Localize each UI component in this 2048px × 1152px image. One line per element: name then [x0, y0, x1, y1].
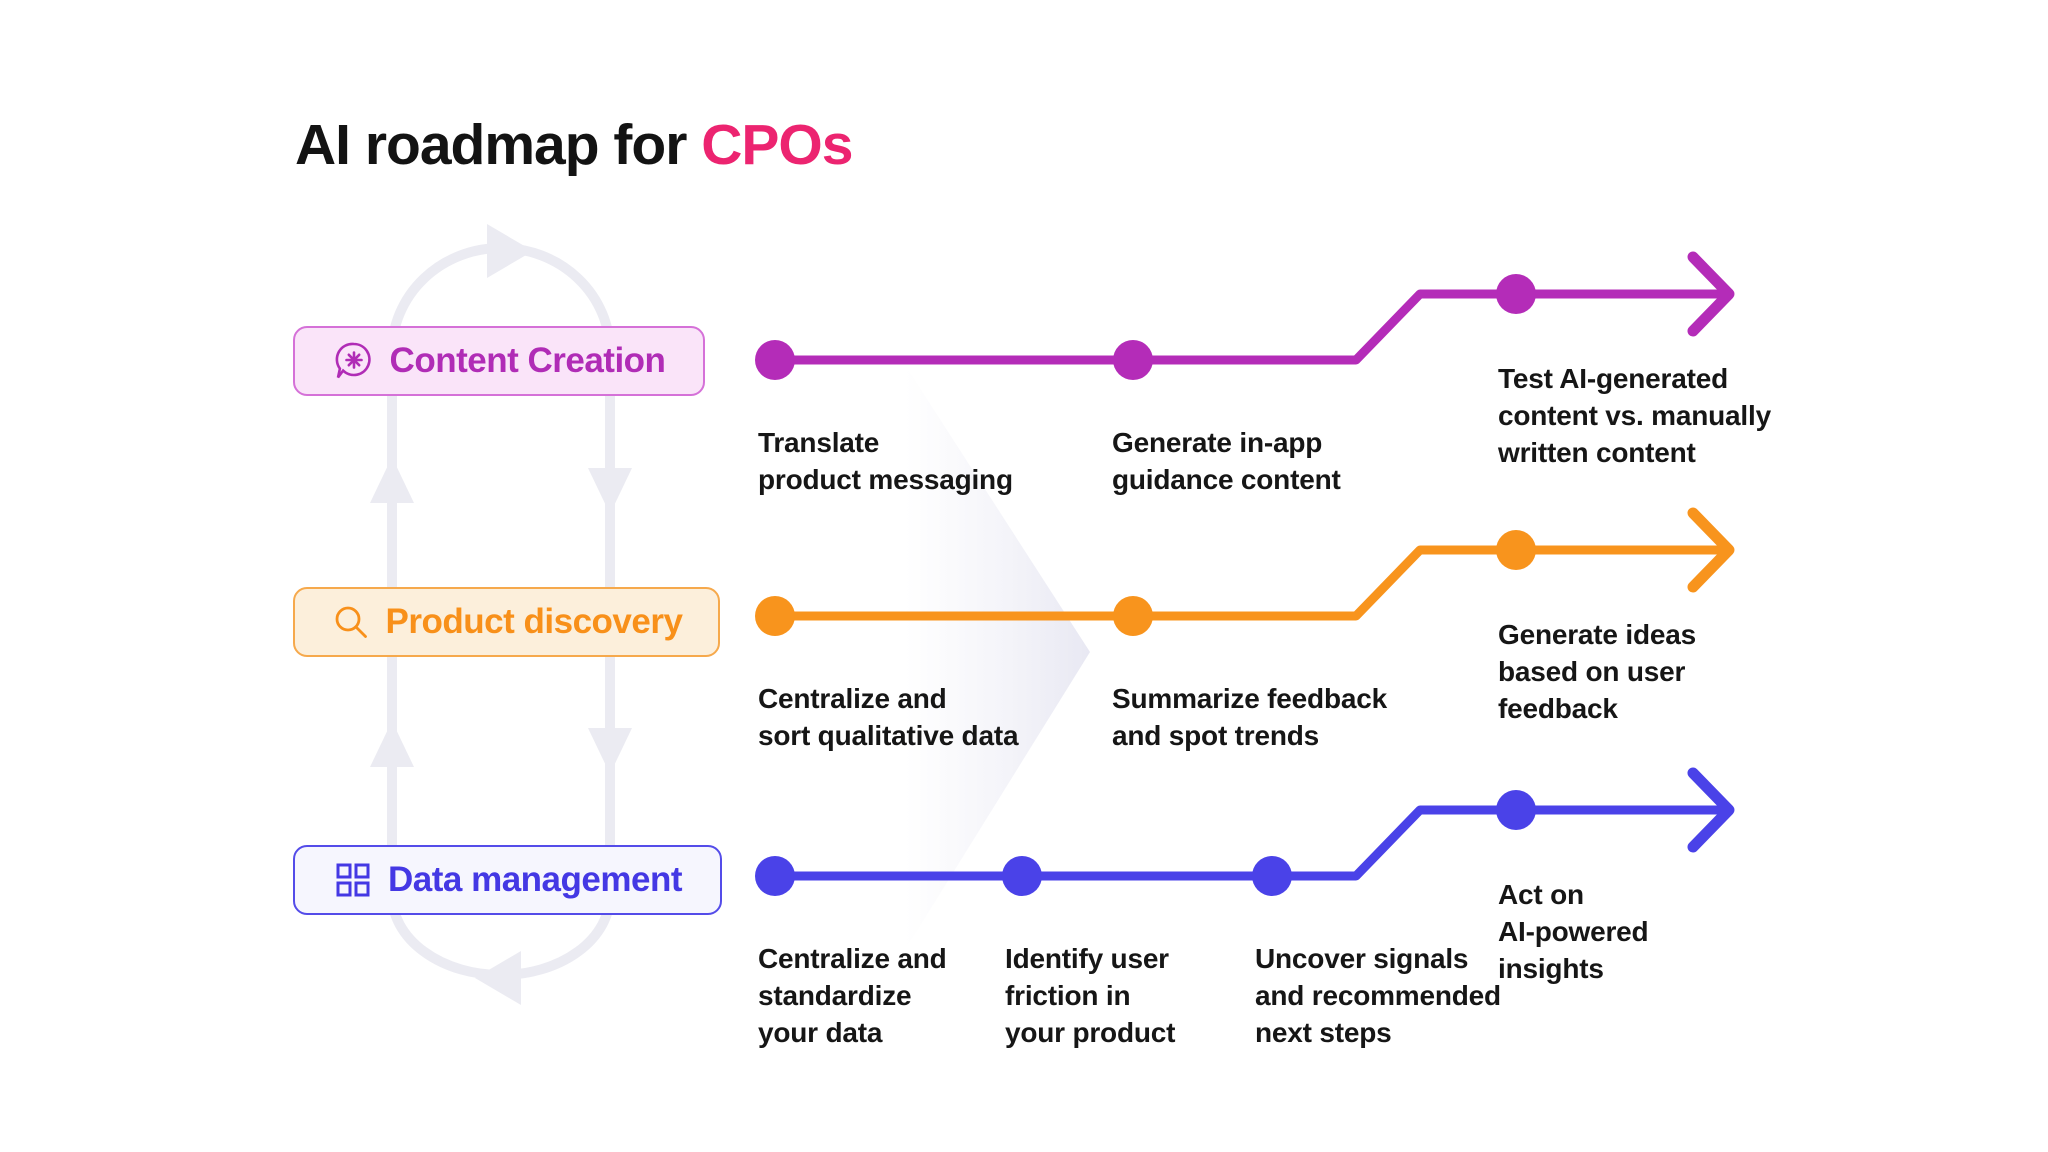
milestone-caption: Summarize feedback and spot trends [1112, 683, 1387, 751]
loop-arrow-up-icon [370, 457, 414, 503]
chat-sparkle-icon [333, 340, 375, 382]
chevron-watermark [905, 365, 1090, 950]
track-line-product-discovery [775, 507, 1735, 621]
page-title-accent: CPOs [701, 113, 853, 177]
milestone-caption: Test AI-generated content vs. manually w… [1498, 363, 1771, 468]
cycle-loop-arrows [370, 224, 632, 1005]
loop-arrow-up-icon [370, 721, 414, 767]
milestone-caption: Generate in-app guidance content [1112, 427, 1341, 495]
milestone-caption: Generate ideas based on user feedback [1498, 619, 1696, 724]
milestone-dot [755, 340, 795, 380]
track-label-data-management: Data management [293, 845, 722, 915]
track-label-product-discovery: Product discovery [293, 587, 720, 657]
milestone-caption: Uncover signals and recommended next ste… [1255, 943, 1501, 1048]
page-title: AI roadmap for CPOs [295, 112, 853, 178]
track-label-text: Content Creation [389, 341, 666, 380]
track-label-content-creation: Content Creation [293, 326, 705, 396]
loop-arrow-down-icon [588, 468, 632, 514]
milestone-dot [1252, 856, 1292, 896]
track-label-text: Product discovery [385, 602, 683, 641]
loop-arrow-right-icon [487, 224, 533, 278]
loop-arrow-left-icon [475, 951, 521, 1005]
milestone-dot [1113, 340, 1153, 380]
milestone-dot [1496, 790, 1536, 830]
track-dots-content-creation [755, 274, 1536, 380]
track-dots-data-management [755, 790, 1536, 896]
milestone-caption: Identify user friction in your product [1005, 943, 1176, 1048]
milestone-dot [1113, 596, 1153, 636]
milestone-caption: Centralize and sort qualitative data [758, 683, 1019, 751]
magnifier-icon [331, 602, 371, 642]
track-dots-product-discovery [755, 530, 1536, 636]
milestone-caption: Centralize and standardize your data [758, 943, 947, 1048]
loop-arrow-down-icon [588, 728, 632, 774]
milestone-dot [1496, 530, 1536, 570]
milestone-caption: Translate product messaging [758, 427, 1013, 495]
milestone-caption: Act on AI-powered insights [1498, 879, 1649, 984]
track-line-data-management [775, 767, 1735, 881]
milestone-dot [1002, 856, 1042, 896]
milestone-dot [1496, 274, 1536, 314]
milestone-dot [755, 596, 795, 636]
track-line-content-creation [775, 251, 1735, 365]
page-title-prefix: AI roadmap for [295, 113, 702, 177]
grid-icon [333, 860, 373, 900]
milestone-dot [755, 856, 795, 896]
track-label-text: Data management [388, 860, 682, 899]
